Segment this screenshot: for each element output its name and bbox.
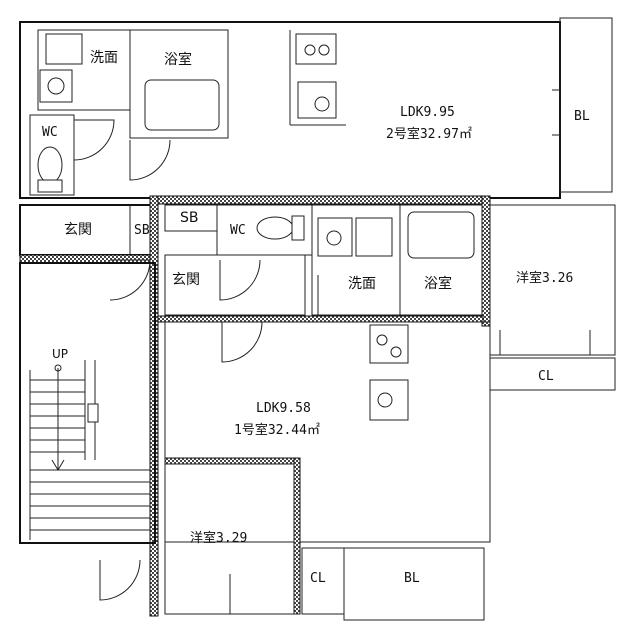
stove-2 (295, 33, 337, 65)
washer-2 (45, 33, 83, 65)
toilet-1 (256, 216, 294, 240)
door-wc-2 (73, 119, 115, 161)
up-arrow-head (51, 459, 65, 471)
label-sink-2: 洗面 (90, 50, 118, 66)
room-bath-2 (129, 29, 229, 139)
unit-2 (19, 17, 613, 199)
wall-hatch-mid (157, 315, 484, 323)
label-cl-bottom: CL (310, 571, 326, 586)
toilet-2 (37, 146, 63, 184)
label-bl-bottom: BL (404, 571, 420, 586)
room-ldk-1 (164, 321, 491, 543)
label-ldk-2: LDK9.95 (400, 105, 455, 120)
label-wc-1: WC (230, 223, 246, 238)
room-entrance-1 (164, 254, 306, 316)
door-stairs (99, 559, 141, 601)
wall-hatch-top (154, 195, 491, 205)
door-ldk-1 (221, 321, 263, 363)
door-bath-2 (129, 139, 171, 181)
label-stairs-up: UP (52, 347, 68, 361)
label-area-2: 2号室32.97㎡ (386, 126, 472, 142)
room-bath-1 (399, 204, 483, 316)
wall-hatch-right (481, 195, 491, 327)
label-sb-right: SB (180, 210, 199, 226)
unit-1 (109, 195, 616, 621)
meter-box (87, 403, 99, 423)
room-wc-2 (29, 114, 75, 196)
stairwell (19, 262, 156, 601)
label-cl-right: CL (538, 369, 554, 384)
wall-hatch-entrance (19, 254, 156, 264)
label-entrance-1: 玄関 (172, 271, 200, 288)
label-bath-1: 浴室 (424, 275, 452, 292)
bathtub-2 (144, 79, 220, 131)
stairs-outline (19, 262, 156, 544)
label-sb-left: SB (134, 223, 150, 238)
label-sink-1: 洗面 (348, 276, 376, 292)
label-bath-2: 浴室 (164, 51, 192, 68)
washer-1 (355, 217, 393, 257)
label-western-bottom: 洋室3.29 (190, 530, 247, 546)
label-bl-top: BL (574, 109, 590, 124)
stair-treads (30, 379, 150, 531)
bathtub-1 (407, 211, 475, 259)
label-area-1: 1号室32.44㎡ (234, 422, 320, 438)
stove-1 (369, 324, 409, 364)
label-western-right: 洋室3.26 (516, 270, 573, 286)
label-wc-2: WC (42, 125, 58, 140)
label-ldk-1: LDK9.58 (256, 401, 311, 416)
balcony-top (559, 17, 613, 193)
door-entrance-main (109, 259, 151, 301)
balcony-bottom (343, 547, 485, 621)
label-entrance-left: 玄関 (64, 221, 92, 238)
door-entrance-inner (219, 259, 261, 301)
